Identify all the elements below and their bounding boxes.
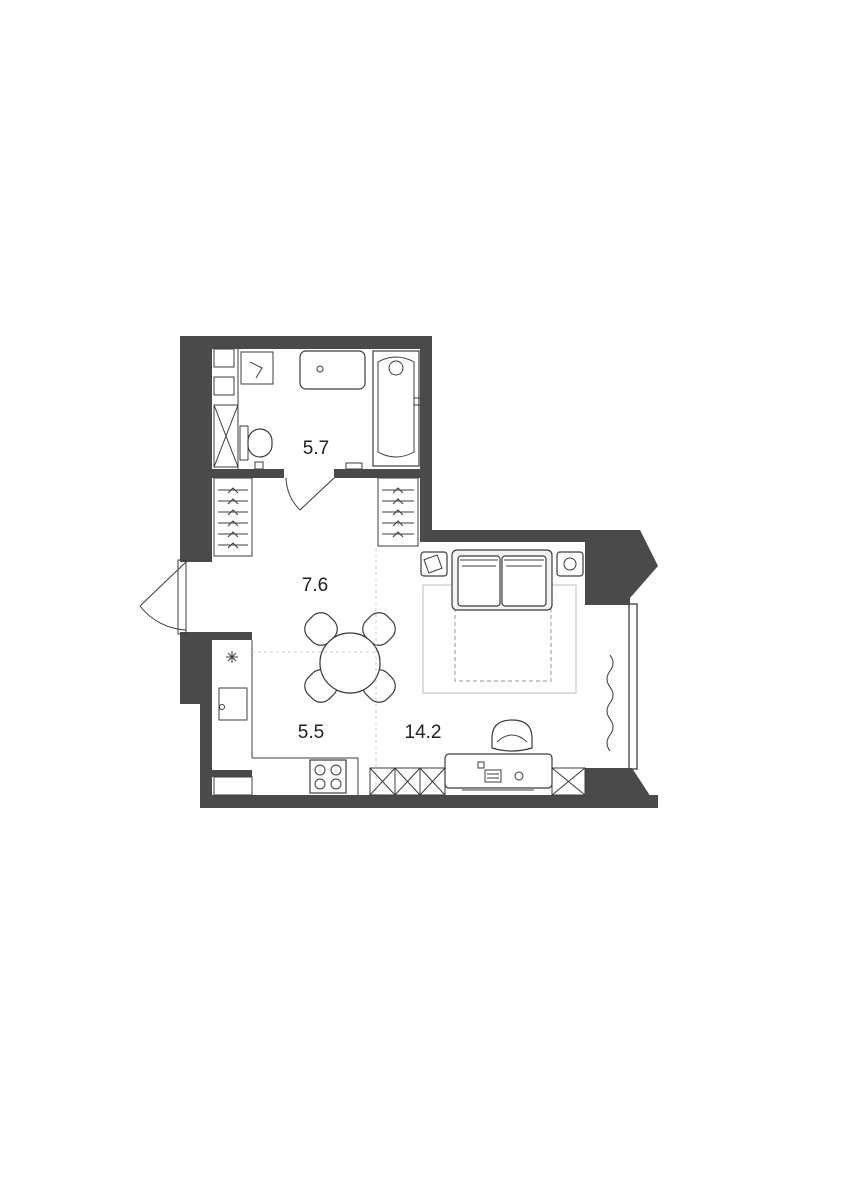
wall-kitchen-partition: [212, 632, 252, 640]
wall-bath-bottom-left: [212, 469, 284, 478]
wardrobe-left: [213, 477, 253, 557]
zone-separators: [252, 548, 377, 795]
living-room: 14.2: [369, 549, 614, 796]
washing-machine: [240, 351, 274, 385]
bathroom: 5.7: [213, 348, 420, 470]
dining-table: [304, 612, 396, 703]
stove: [309, 759, 347, 794]
hanger-hook: [227, 498, 239, 505]
entrance-door: [139, 559, 187, 635]
hanger-hook: [227, 509, 239, 516]
wall-bottom: [200, 795, 658, 808]
hanger-hook: [392, 520, 404, 527]
cooktop-marker: [226, 651, 238, 663]
toilet: [247, 428, 273, 458]
curtain: [606, 654, 614, 752]
area-label-hallway: 7.6: [302, 575, 328, 596]
side-table-right: [556, 551, 584, 577]
cabinets-bottom: [369, 767, 586, 796]
hanger-hook: [227, 520, 239, 527]
fridge: [213, 776, 253, 796]
kitchen: 5.5: [213, 640, 359, 796]
desk: [444, 753, 553, 789]
area-label-bathroom: 5.7: [303, 438, 329, 459]
bathroom-door: [285, 477, 335, 511]
area-label-kitchen: 5.5: [298, 722, 324, 743]
bathtub: [372, 350, 420, 467]
side-table-left: [420, 551, 448, 577]
wall-left-bottom: [200, 700, 212, 808]
hanger-hook: [227, 487, 239, 494]
toilet-tank: [239, 425, 249, 461]
wall-left-upper: [180, 336, 212, 562]
area-label-living-room: 14.2: [405, 722, 442, 743]
wall-living-top: [420, 530, 638, 542]
kitchen-sink: [218, 687, 248, 721]
wall-left-lower: [180, 632, 212, 704]
wall-right-corner-top: [585, 530, 658, 605]
hanger-hook: [392, 531, 404, 538]
sink: [299, 350, 366, 390]
wall-kitchen-corner: [212, 770, 252, 777]
wardrobe-right: [377, 477, 419, 547]
hanger-hook: [392, 498, 404, 505]
window-right: [628, 603, 638, 770]
wall-top: [180, 336, 432, 349]
wall-bath-right: [420, 336, 432, 536]
hanger-hook: [227, 542, 239, 549]
wall-bath-bottom-right: [334, 469, 432, 478]
hanger-hook: [227, 531, 239, 538]
walls: [180, 336, 658, 808]
hanger-hook: [392, 487, 404, 494]
bed: [454, 584, 552, 682]
hanger-hook: [392, 509, 404, 516]
